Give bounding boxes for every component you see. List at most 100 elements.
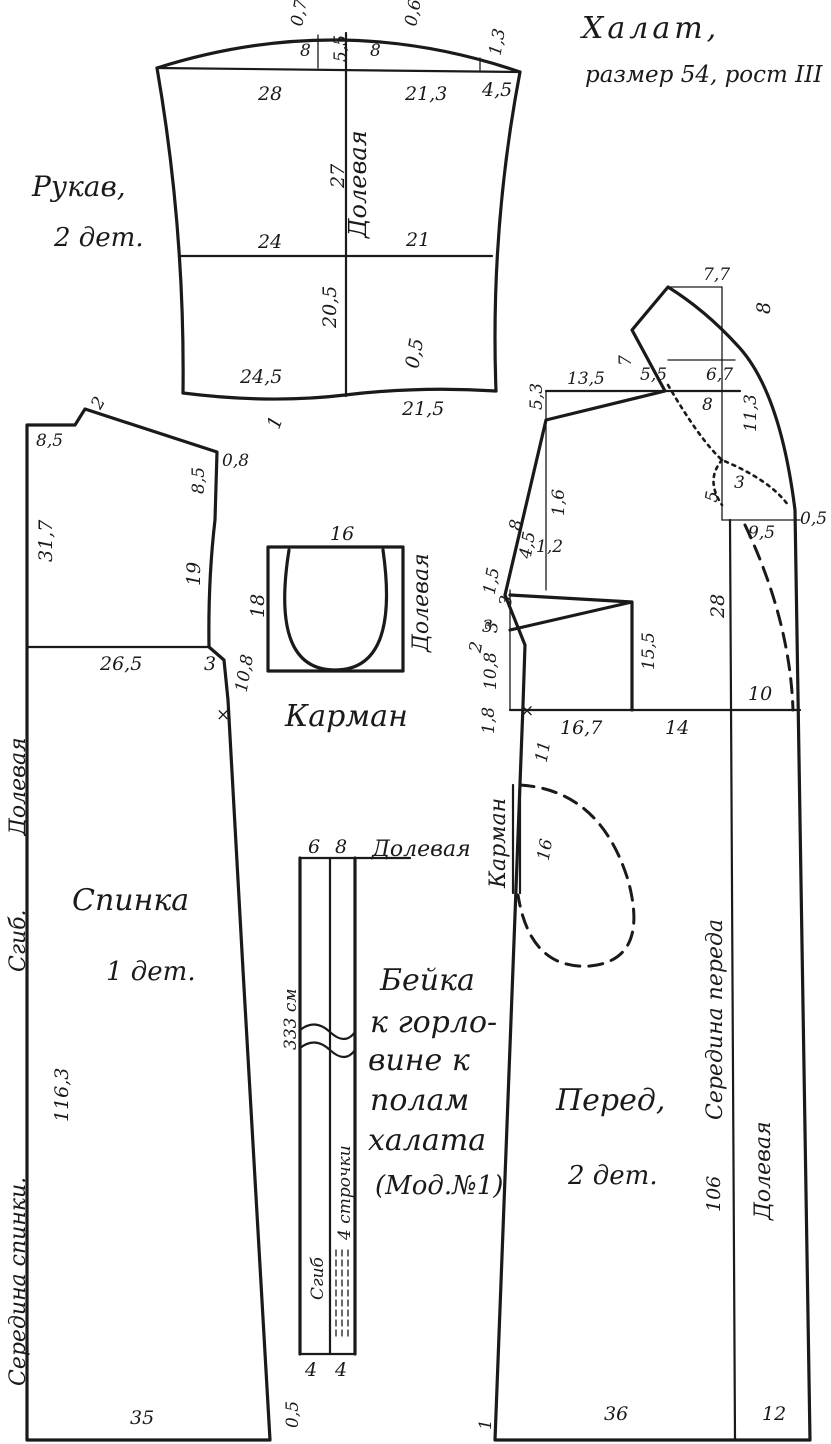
sleeve-dim: 8 (370, 41, 381, 61)
pattern-subtitle: размер 54, рост III (585, 62, 823, 88)
back-dim: 8,5 (189, 467, 209, 494)
sleeve-dim: 1 (263, 413, 288, 432)
sleeve-dim: 0,5 (401, 337, 428, 371)
sleeve-dim: 28 (257, 83, 282, 105)
pocket-dim: 18 (247, 594, 269, 618)
front-dim: 3 (496, 594, 518, 608)
front-dim: 5,5 (640, 365, 667, 385)
front-dim: 12 (762, 1403, 786, 1425)
sleeve-dim: 5,5 (331, 35, 351, 62)
back-dim: 19 (183, 562, 205, 586)
front-dim: 28 (707, 594, 729, 619)
front-center-line (728, 518, 737, 1442)
binding-break (298, 1041, 357, 1059)
back-fold-label: Сгиб. (6, 909, 31, 972)
binding-dim: 8 (335, 836, 347, 858)
binding-dim: 333 см (281, 989, 301, 1050)
sleeve-dim: 27 (327, 163, 349, 189)
pocket-curve (283, 548, 389, 672)
front-dim: 36 (604, 1403, 628, 1425)
back-count: 1 дет. (106, 957, 196, 987)
front-dim: 1,6 (549, 489, 569, 516)
front-dim: 10 (748, 683, 772, 705)
sleeve-dim: 24,5 (239, 366, 282, 388)
binding-dim: 6 (308, 836, 320, 858)
front-lapel-fold (743, 523, 795, 712)
front-dim: 11 (532, 739, 555, 764)
front-dim: 0,5 (800, 509, 827, 529)
sleeve-dim: 24 (257, 231, 282, 253)
binding-break (298, 1023, 357, 1041)
front-dim: 9,5 (748, 523, 775, 543)
pattern-title: Халат, (580, 11, 720, 46)
binding-label-line: к горло- (370, 1005, 497, 1040)
sleeve-cap-line (155, 66, 522, 74)
front-label: Перед, (555, 1083, 665, 1118)
sleeve-dim: 0,6 (401, 0, 425, 28)
front-dim: 15,5 (639, 632, 659, 670)
front-dim: 8 (506, 518, 528, 532)
sleeve-dim: 21 (405, 229, 430, 251)
front-outline (493, 285, 812, 1442)
front-dim: 4,5 (516, 530, 541, 561)
binding-grain-label: Долевая (371, 837, 471, 862)
front-dim: 6,7 (706, 365, 733, 385)
back-dim: 0,8 (222, 451, 249, 471)
front-dim: 5 (702, 490, 724, 504)
binding-label-line: халата (368, 1123, 486, 1158)
binding-fold: Сгиб (308, 1256, 328, 1300)
front-center-label: Середина переда (703, 919, 728, 1120)
front-dim: 3 (734, 473, 745, 493)
sleeve-left-edge (155, 66, 185, 395)
front-dim: 11,3 (741, 394, 761, 432)
sleeve-dim: 21,5 (401, 398, 444, 420)
back-dim: 31,7 (35, 519, 57, 562)
sleeve-grain-label: Долевая (344, 130, 372, 239)
back-label: Спинка (72, 883, 189, 918)
front-dim: 16,7 (560, 717, 603, 739)
front-dim: 7 (616, 355, 636, 366)
front-dim: 2 (466, 640, 488, 655)
back-grain-label: Долевая (6, 737, 31, 837)
front-dim: 1 (476, 1419, 496, 1430)
front-dim: 5,3 (527, 383, 547, 410)
front-pocket-outline (516, 783, 636, 968)
binding-dim: 4 (334, 1359, 347, 1381)
back-dim: 35 (130, 1407, 154, 1429)
sleeve-dim: 1,3 (486, 27, 510, 57)
front-pocket-label: Карман (486, 798, 511, 889)
sleeve-dim: 8 (300, 41, 311, 61)
pocket-piece: 16 18 (247, 523, 405, 673)
sleeve-count: 2 дет. (53, 223, 144, 253)
front-mark: × (520, 701, 534, 721)
sleeve-hem-curve (181, 387, 498, 401)
front-dim: 106 (703, 1176, 725, 1212)
front-armhole-piece (508, 593, 634, 712)
sleeve-dim: 0,7 (287, 0, 311, 28)
binding-label-line: (Мод.№1) (375, 1171, 503, 1201)
front-dim: 13,5 (567, 369, 605, 389)
binding-piece: 6 8 333 см Сгиб 4 строчки 4 4 (281, 836, 412, 1381)
back-center-label: Середина спинки. (6, 1177, 31, 1386)
back-dim: 116,3 (51, 1068, 73, 1122)
back-dim: 3 (204, 653, 216, 675)
binding-label-line: полам (370, 1083, 469, 1118)
front-collar-curve (666, 383, 790, 507)
sleeve-piece: 0,7 0,6 8 5,5 8 1,3 28 21,3 4,5 27 Долев… (155, 0, 522, 432)
front-dim: 1,8 (479, 707, 499, 734)
back-dim: 10,8 (232, 653, 258, 694)
sleeve-dim: 21,3 (404, 83, 447, 105)
pocket-label: Карман (284, 699, 408, 734)
binding-stitch-label: 4 строчки (335, 1145, 355, 1241)
front-dim: 10,8 (481, 652, 501, 690)
back-dim: 26,5 (99, 653, 142, 675)
front-dim: 1,2 (536, 537, 563, 557)
front-dim: 1,5 (480, 566, 504, 596)
front-dim: 3 (482, 620, 504, 634)
sleeve-label: Рукав, (31, 170, 126, 203)
sleeve-dim: 4,5 (481, 79, 512, 101)
front-dim: 14 (665, 717, 689, 739)
sleeve-right-edge (493, 70, 522, 393)
binding-label-line: вине к (368, 1043, 470, 1078)
